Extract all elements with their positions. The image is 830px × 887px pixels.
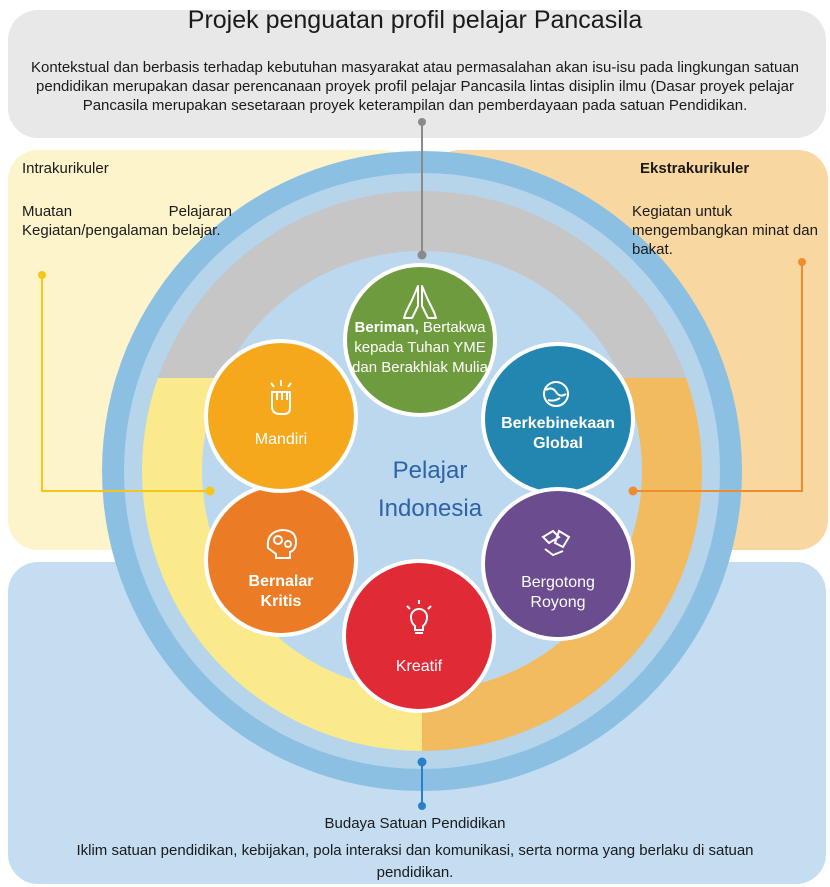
mandiri-circle	[204, 339, 358, 493]
connector-intra-dot-start	[38, 271, 46, 279]
beriman-circle	[343, 263, 497, 417]
kritis-label-line2: Kritis	[260, 593, 302, 610]
beriman-label: Beriman, Bertakwa kepada Tuhan YME dan B…	[346, 318, 494, 378]
mandiri-label: Mandiri	[254, 431, 308, 448]
center-label: Pelajar Indonesia	[330, 452, 530, 528]
connector-ekstra	[633, 262, 803, 492]
ekstrakurikuler-title: Ekstrakurikuler	[640, 160, 750, 177]
joined-hands-icon	[541, 529, 571, 557]
center-label-line1: Pelajar	[392, 457, 468, 484]
diagram-title: Projek penguatan profil pelajar Pancasil…	[187, 6, 643, 34]
gotong-label: Bergotong Royong	[488, 573, 628, 613]
global-label-line2: Global	[533, 435, 583, 452]
kreatif-label: Kreatif	[395, 658, 443, 675]
budaya-description: Iklim satuan pendidikan, kebijakan, pola…	[76, 842, 754, 881]
praying-hands-icon	[403, 285, 437, 319]
gears-head-icon	[266, 528, 298, 559]
connector-top-dot-end	[417, 250, 427, 260]
connector-budaya-dot-end	[418, 802, 426, 810]
global-label: Berkebinekaan Global	[480, 414, 636, 454]
connector-ekstra-dot-end	[628, 486, 638, 496]
lightbulb-icon	[406, 600, 432, 634]
budaya-title: Budaya Satuan Pendidikan	[324, 815, 506, 832]
connector-budaya-dot-start	[417, 757, 427, 767]
top-description: Kontekstual dan berbasis terhadap kebutu…	[30, 59, 800, 114]
gotong-label-line1: Bergotong	[521, 574, 595, 591]
fist-icon	[270, 380, 292, 415]
ekstrakurikuler-description: Kegiatan untuk mengembangkan minat dan b…	[632, 203, 818, 258]
intrakurikuler-title: Intrakurikuler	[22, 160, 109, 177]
connector-intra-dot-end	[205, 486, 215, 496]
global-label-line1: Berkebinekaan	[501, 415, 615, 432]
center-label-line2: Indonesia	[377, 495, 483, 522]
connector-intra	[41, 275, 210, 492]
connector-ekstra-dot-start	[798, 258, 806, 266]
gotong-label-line2: Royong	[530, 594, 586, 611]
kreatif-circle	[342, 559, 496, 713]
kritis-label-line1: Bernalar	[248, 573, 314, 590]
beriman-label-bold: Beriman,	[354, 319, 419, 336]
connector-top-dot-start	[418, 118, 426, 126]
beriman-label-rest: Bertakwa kepada Tuhan YME dan Berakhlak …	[352, 319, 488, 376]
top-box	[8, 10, 826, 138]
globe-icon	[543, 381, 569, 407]
kritis-label: Bernalar Kritis	[221, 572, 341, 612]
gotong-circle	[481, 487, 635, 641]
intrakurikuler-description: Muatan Pelajaran Kegiatan/pengalaman bel…	[22, 203, 232, 239]
